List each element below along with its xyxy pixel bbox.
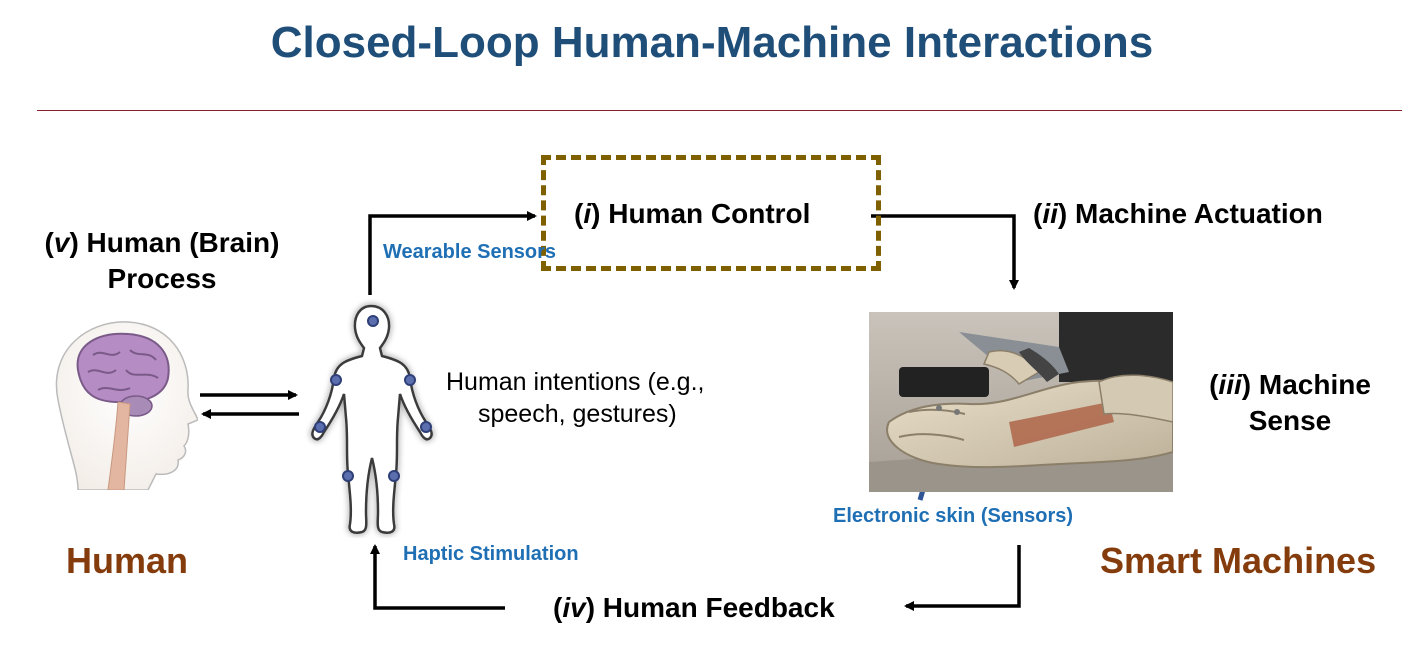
caption-wearable-sensors: Wearable Sensors xyxy=(383,241,557,263)
arrow-to-machine xyxy=(871,214,1019,290)
caption-haptic-stimulation: Haptic Stimulation xyxy=(403,543,579,565)
step-human-feedback: (iv) Human Feedback xyxy=(553,592,835,623)
arrow-to-feedback xyxy=(904,545,1021,611)
group-smart-machines: Smart Machines xyxy=(1100,540,1377,581)
group-human: Human xyxy=(66,540,189,581)
caption-electronic-skin: Electronic skin (Sensors) xyxy=(833,505,1074,527)
step-human-control: (i) Human Control xyxy=(574,198,811,229)
human-body-sensors-icon xyxy=(311,304,433,534)
title-divider xyxy=(37,110,1402,111)
human-intentions-text: Human intentions (e.g.,speech, gestures) xyxy=(446,368,705,428)
step-machine-actuation: (ii) Machine Actuation xyxy=(1033,198,1323,229)
human-head-brain-icon xyxy=(55,321,198,490)
arrow-to-body xyxy=(370,544,505,610)
human-control-box xyxy=(541,155,881,271)
page-title: Closed-Loop Human-Machine Interactions xyxy=(270,18,1154,67)
arrow-to-human-control xyxy=(368,211,537,295)
step-brain-process: (v) Human (Brain)Process xyxy=(44,227,280,294)
robotic-hand-photo xyxy=(869,312,1173,492)
